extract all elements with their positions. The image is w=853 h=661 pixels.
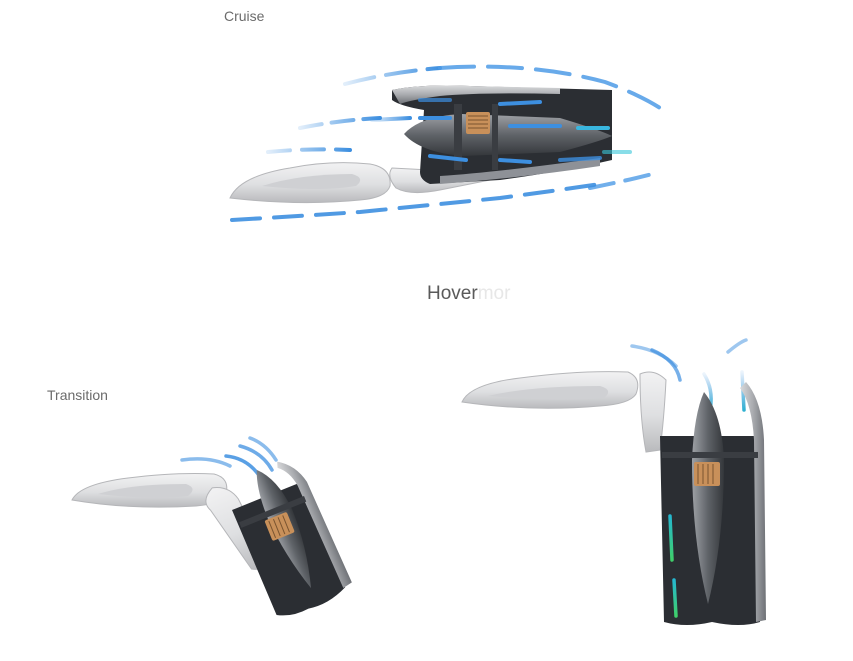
- hover-label: Hovermor: [427, 283, 510, 305]
- hover-label-faded-text: mor: [477, 283, 511, 304]
- hover-duct-nacelle: [639, 371, 766, 625]
- cruise-duct-airflow: [370, 98, 632, 164]
- hover-label-text: Hover: [427, 283, 478, 304]
- cruise-illustration: [229, 64, 662, 222]
- transition-label: Transition: [47, 387, 108, 403]
- cruise-wing: [229, 162, 391, 204]
- cruise-label: Cruise: [224, 8, 265, 24]
- transition-wing: [71, 473, 228, 508]
- cruise-airflow-streaks: [230, 64, 662, 222]
- transition-illustration: [71, 436, 352, 616]
- transition-duct-nacelle: [205, 461, 352, 616]
- transition-duct-airflow: [236, 476, 334, 606]
- hover-duct-airflow: [668, 464, 746, 618]
- hover-illustration: [461, 338, 766, 625]
- hover-wing: [461, 371, 639, 409]
- transition-inlet-airflow: [180, 436, 278, 476]
